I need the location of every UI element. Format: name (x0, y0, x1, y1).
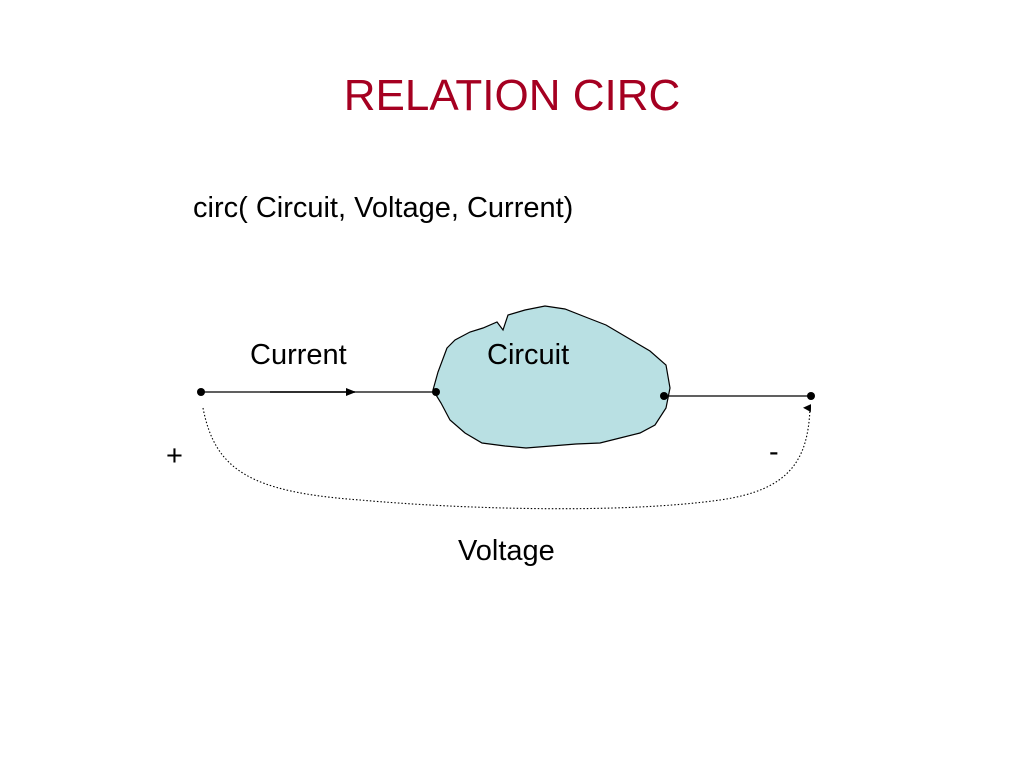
circuit-label: Circuit (487, 339, 569, 371)
circuit-blob (432, 305, 671, 449)
circuit-output-node (660, 392, 668, 400)
right-terminal (807, 392, 815, 400)
voltage-label: Voltage (458, 535, 555, 567)
slide-title: RELATION CIRC (343, 71, 681, 120)
voltage-arc (202, 404, 812, 510)
plus-label: + (166, 440, 183, 472)
minus-label: - (769, 436, 779, 468)
relation-signature: circ( Circuit, Voltage, Current) (193, 192, 574, 224)
left-terminal (197, 388, 205, 396)
circuit-input-node (432, 388, 440, 396)
current-label: Current (250, 339, 347, 371)
